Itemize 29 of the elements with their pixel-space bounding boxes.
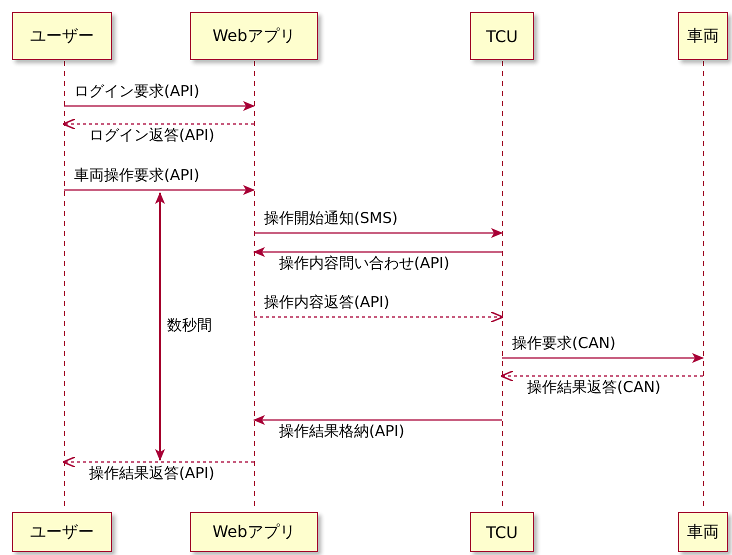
message-arrow [62,456,254,468]
message-arrow [254,311,504,323]
participant-box: 車両 [678,512,728,552]
edge-label: 操作内容問い合わせ(API) [279,254,450,273]
edge-label: 操作開始通知(SMS) [264,209,398,228]
participant-box: Webアプリ [190,512,318,552]
edge-label: 車両操作要求(API) [74,166,200,185]
participant-box: Webアプリ [190,12,318,60]
edge-label: 操作要求(CAN) [512,334,616,353]
participant-box: ユーザー [12,12,112,60]
participant-box: ユーザー [12,512,112,552]
edge-label: 操作結果格納(API) [279,422,404,441]
message-arrow [253,247,502,257]
duration-label: 数秒間 [167,316,212,335]
message-arrow [253,415,502,425]
message-arrow [502,353,704,363]
edge-label: 操作内容返答(API) [264,293,390,312]
message-arrow [64,185,255,195]
edge-label: ログイン返答(API) [89,126,214,145]
message-arrow [500,370,703,382]
edge-label: 操作結果返答(API) [89,464,214,483]
edge-label: 操作結果返答(CAN) [527,378,661,397]
message-arrow [254,228,503,238]
edge-label: ログイン要求(API) [74,82,200,101]
message-arrow [64,101,255,111]
message-arrow [62,118,254,130]
participant-box: TCU [470,512,534,552]
participant-box: TCU [470,12,534,60]
participant-box: 車両 [678,12,728,60]
